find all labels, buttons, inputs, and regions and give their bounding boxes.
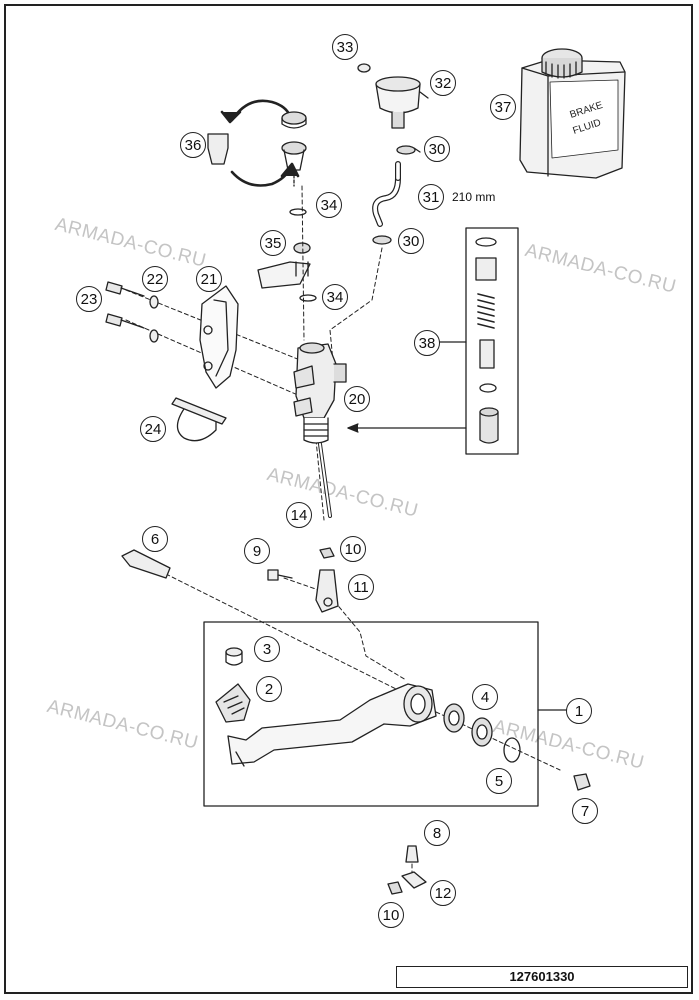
spacer-bushing bbox=[225, 647, 243, 666]
hose-length-label: 210 mm bbox=[452, 190, 496, 204]
o-ring-lower bbox=[299, 294, 317, 302]
stop-screw bbox=[401, 871, 427, 889]
reservoir-fitting bbox=[207, 111, 307, 187]
screw-upper bbox=[105, 281, 145, 297]
callout-38: 38 bbox=[414, 330, 440, 356]
clevis-bolt bbox=[267, 569, 293, 581]
callout-36: 36 bbox=[180, 132, 206, 158]
callout-35: 35 bbox=[260, 230, 286, 256]
callout-9: 9 bbox=[244, 538, 270, 564]
diagram-frame bbox=[4, 4, 693, 994]
callout-4: 4 bbox=[472, 684, 498, 710]
collar-nut bbox=[573, 773, 591, 791]
callout-10-lower: 10 bbox=[378, 902, 404, 928]
mounting-bracket bbox=[257, 242, 311, 289]
callout-34-upper: 34 bbox=[316, 192, 342, 218]
bearing-outer bbox=[443, 703, 465, 733]
seal-ring bbox=[503, 737, 521, 763]
callout-23: 23 bbox=[76, 286, 102, 312]
callout-22: 22 bbox=[142, 266, 168, 292]
callout-20: 20 bbox=[344, 386, 370, 412]
screw-lower bbox=[105, 313, 145, 329]
callout-5: 5 bbox=[486, 768, 512, 794]
fluid-hose bbox=[372, 161, 401, 227]
grease-nipple bbox=[405, 845, 419, 863]
pedal-assembly-box bbox=[203, 621, 539, 807]
repair-kit-inset bbox=[347, 227, 519, 455]
heat-shield bbox=[199, 285, 239, 389]
callout-7: 7 bbox=[572, 798, 598, 824]
hose-clamp-lower bbox=[372, 235, 392, 245]
callout-14: 14 bbox=[286, 502, 312, 528]
callout-33: 33 bbox=[332, 34, 358, 60]
callout-10-upper: 10 bbox=[340, 536, 366, 562]
callout-8: 8 bbox=[424, 820, 450, 846]
callout-12: 12 bbox=[430, 880, 456, 906]
o-ring-upper bbox=[289, 208, 307, 216]
master-cylinder bbox=[293, 342, 347, 444]
callout-11: 11 bbox=[348, 574, 374, 600]
callout-3: 3 bbox=[254, 636, 280, 662]
callout-2: 2 bbox=[256, 676, 282, 702]
hose-clamp-upper bbox=[396, 145, 421, 155]
lock-nut bbox=[319, 547, 335, 559]
washer-lower bbox=[149, 329, 159, 343]
callout-37: 37 bbox=[490, 94, 516, 120]
brake-fluid-bottle: BRAKE FLUID bbox=[519, 48, 626, 179]
fluid-reservoir bbox=[357, 63, 429, 129]
washer-upper bbox=[149, 295, 159, 309]
pedal-tip-plate bbox=[215, 683, 251, 723]
callout-21: 21 bbox=[196, 266, 222, 292]
document-number: 127601330 bbox=[396, 966, 688, 988]
callout-24: 24 bbox=[140, 416, 166, 442]
push-rod bbox=[318, 442, 332, 518]
pivot-bolt bbox=[121, 549, 171, 579]
callout-31: 31 bbox=[418, 184, 444, 210]
callout-30-upper: 30 bbox=[424, 136, 450, 162]
callout-34-lower: 34 bbox=[322, 284, 348, 310]
brake-pedal bbox=[227, 683, 437, 767]
callout-30-lower: 30 bbox=[398, 228, 424, 254]
callout-6: 6 bbox=[142, 526, 168, 552]
bearing-inner bbox=[471, 717, 493, 747]
stop-nut bbox=[387, 881, 403, 895]
fork-clevis bbox=[315, 569, 339, 613]
callout-32: 32 bbox=[430, 70, 456, 96]
cable-tie bbox=[171, 397, 227, 442]
callout-1: 1 bbox=[566, 698, 592, 724]
